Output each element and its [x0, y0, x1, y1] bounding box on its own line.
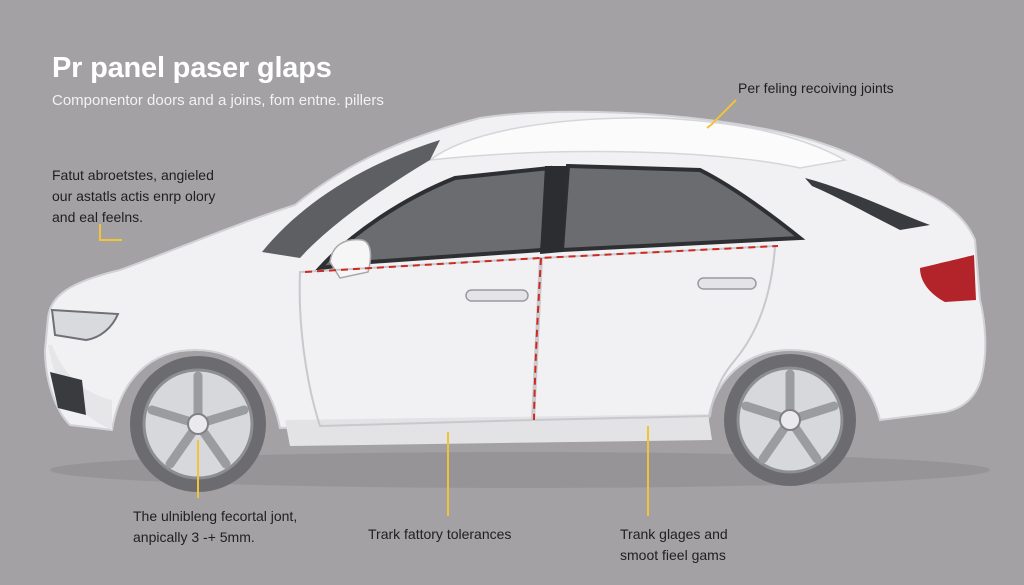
annotation-top-right-line-1: Per feling recoiving joints [738, 80, 894, 96]
annotation-bottom-left-line-2: anpically 3 -+ 5mm. [133, 529, 255, 545]
annotation-bottom-left: The ulnibleng fecortal jont, anpically 3… [133, 506, 297, 548]
rocker-panel [285, 414, 712, 446]
headlight [50, 308, 120, 342]
rear-door-outline [532, 244, 777, 422]
annotation-bottom-left-line-1: The ulnibleng fecortal jont, [133, 508, 298, 524]
annotation-left-line-3: and eal feelns. [52, 209, 144, 225]
annotation-left-line-2: our astatls actis enrp olory [52, 188, 216, 204]
page-title: Pr panel paser glaps [52, 52, 332, 84]
windshield [262, 140, 440, 258]
front-door-outline [298, 256, 542, 428]
car-body [43, 110, 987, 432]
callout-left [99, 224, 122, 241]
taillight [920, 255, 976, 302]
callout-top-right [706, 99, 737, 129]
annotation-bottom-right: Trank glages and smoot fieel gams [620, 524, 728, 566]
roof [427, 117, 848, 169]
rear-door-handle [697, 277, 757, 290]
door-seam-gap [533, 257, 542, 421]
front-wheel [130, 356, 266, 492]
rear-wheel [724, 354, 856, 486]
rear-quarter-window [805, 178, 930, 230]
annotation-top-right: Per feling recoiving joints [738, 78, 894, 99]
annotation-bottom-center-line-1: Trark fattory tolerances [368, 526, 512, 542]
annotation-bottom-right-line-1: Trank glages and [620, 526, 728, 542]
annotation-left-line-1: Fatut abroetstes, angieled [52, 167, 214, 183]
belt-line-gap [304, 245, 779, 273]
annotation-bottom-right-line-2: smoot fieel gams [620, 547, 726, 563]
annotation-bottom-center: Trark fattory tolerances [368, 524, 511, 545]
front-door-handle [465, 289, 529, 302]
annotation-left: Fatut abroetstes, angieled our astatls a… [52, 165, 215, 228]
rear-side-window [559, 163, 806, 253]
grille [50, 372, 86, 415]
page-subtitle: Componentor doors and a joins, fom entne… [52, 92, 384, 109]
b-pillar [540, 166, 568, 254]
